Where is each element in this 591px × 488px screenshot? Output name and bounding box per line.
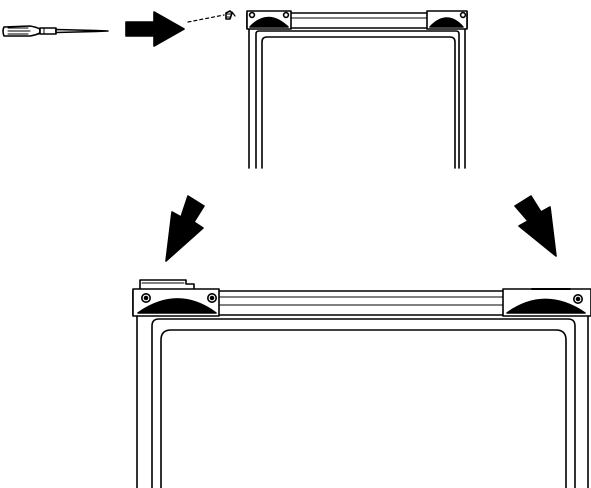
frame-after [132,279,591,488]
hinge-right-installed [502,288,591,317]
arrow-right-icon [125,11,185,47]
screwdriver-icon [2,25,109,37]
hinge-left-installed [132,279,220,317]
frame-before [246,10,468,169]
arrow-down-icon [165,195,205,262]
arrow-down-icon [514,195,557,257]
hinge-right [426,10,468,30]
dashed-guide-line [187,14,225,23]
hinge-left [246,10,292,30]
screw-icon [225,10,236,20]
